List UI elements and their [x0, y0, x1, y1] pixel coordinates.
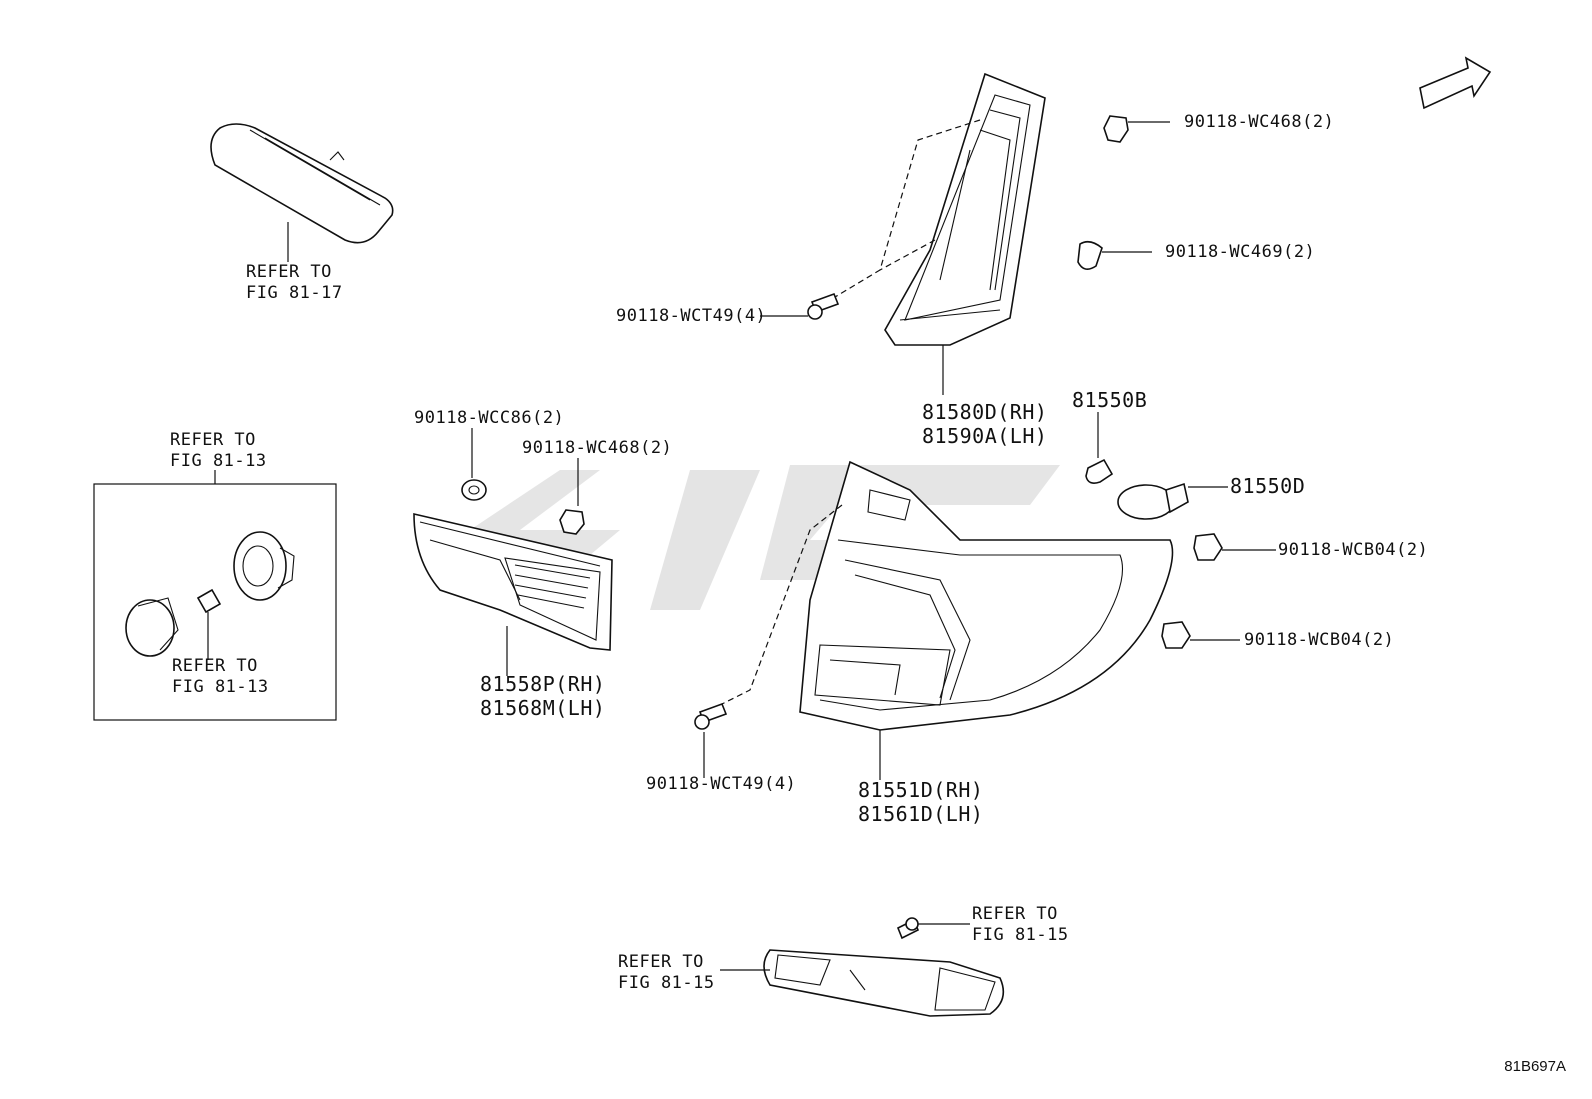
rear-combination-lamp — [799, 460, 1174, 731]
label-refer-81-17: REFER TO FIG 81-17 — [246, 262, 343, 303]
label-clip-wcb04-b: 90118-WCB04(2) — [1244, 630, 1395, 650]
label-clip-wcb04-a: 90118-WCB04(2) — [1278, 540, 1429, 560]
diagram-id: 81B697A — [1504, 1058, 1566, 1075]
label-refer-81-13-bulb: REFER TO FIG 81-13 — [172, 656, 269, 697]
label-clip-wc468-top: 90118-WC468(2) — [1184, 112, 1335, 132]
label-inner-lamp-parts: 81558P(RH) 81568M(LH) — [480, 672, 606, 720]
label-clip-wc469: 90118-WC469(2) — [1165, 242, 1316, 262]
clip-wc468-mid-icon — [559, 509, 585, 535]
label-refer-81-13-box: REFER TO FIG 81-13 — [170, 430, 267, 471]
label-refer-81-15-reflector: REFER TO FIG 81-15 — [618, 952, 715, 993]
rear-reflector — [763, 949, 1005, 1017]
label-upper-lamp-parts: 81580D(RH) 81590A(LH) — [922, 400, 1048, 448]
label-nut-wcc86: 90118-WCC86(2) — [414, 408, 565, 428]
screw-wct49-top-icon — [807, 292, 840, 320]
clip-wcb04-a-icon — [1193, 533, 1223, 561]
lens-cap-icon — [125, 597, 179, 657]
fwd-arrow-icon: FWD — [1419, 56, 1492, 110]
clip-wc468-top-icon — [1103, 115, 1129, 143]
label-screw-wct49-bottom: 90118-WCT49(4) — [646, 774, 797, 794]
label-refer-81-15-screw: REFER TO FIG 81-15 — [972, 904, 1069, 945]
label-rear-lamp-parts: 81551D(RH) 81561D(LH) — [858, 778, 984, 826]
screw-reflector-icon — [896, 917, 920, 940]
clip-wc469-icon — [1077, 240, 1103, 270]
socket-icon — [233, 531, 295, 601]
nut-wcc86-icon — [461, 479, 487, 501]
bulb-81550d-icon — [1117, 482, 1189, 520]
label-clip-wc468-mid: 90118-WC468(2) — [522, 438, 673, 458]
fwd-text: FWD — [1427, 75, 1465, 104]
inner-lamp — [413, 512, 613, 651]
screw-wct49-bottom-icon — [694, 702, 728, 730]
label-bulb-81550d: 81550D — [1230, 474, 1306, 498]
bulb-81550b-icon — [1085, 458, 1114, 484]
upper-tail-lamp — [884, 72, 1046, 346]
clip-wcb04-b-icon — [1161, 621, 1191, 649]
label-bulb-81550b: 81550B — [1072, 388, 1148, 412]
side-marker-lamp — [210, 123, 394, 244]
label-screw-wct49-top: 90118-WCT49(4) — [616, 306, 767, 326]
bulb-small-icon — [196, 588, 222, 614]
